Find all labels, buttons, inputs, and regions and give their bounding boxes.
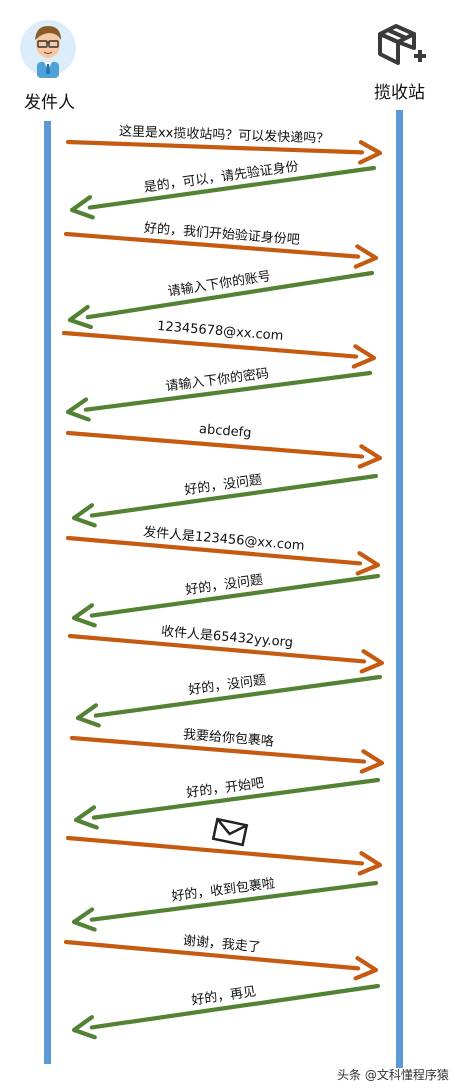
message-arrowhead-8 [71, 503, 97, 528]
message-arrows [61, 139, 385, 1040]
message-arrow-14 [91, 777, 381, 820]
message-arrow-10 [89, 573, 381, 618]
message-arrow-16 [89, 880, 379, 922]
message-arrow-4 [85, 270, 375, 320]
person-avatar-icon [20, 20, 76, 78]
message-arrowhead-18 [71, 1015, 97, 1040]
sender-name: 发件人 [24, 93, 75, 113]
message-arrow-6 [83, 370, 373, 412]
message-arrowhead-3 [353, 244, 379, 269]
message-arrowhead-7 [357, 444, 383, 469]
message-arrowhead-4 [67, 304, 93, 330]
message-arrowhead-10 [71, 603, 97, 628]
watermark: 头条 @文科懂程序猿 [337, 1068, 449, 1082]
message-arrow-8 [89, 473, 379, 518]
message-arrow-5 [61, 330, 359, 359]
message-arrow-2 [87, 165, 377, 210]
package-box-icon [378, 24, 426, 65]
message-arrowhead-5 [351, 344, 377, 369]
message-arrowhead-15 [357, 851, 383, 876]
sender-lifeline [44, 121, 51, 1064]
message-arrowhead-9 [355, 551, 381, 576]
station-lifeline [396, 110, 403, 1068]
message-arrow-12 [93, 674, 383, 718]
message-arrow-9 [65, 535, 363, 566]
message-arrow-18 [89, 983, 381, 1030]
message-arrowhead-6 [65, 397, 91, 422]
message-arrowhead-1 [358, 140, 383, 165]
message-arrowhead-12 [75, 703, 101, 728]
station-name: 揽收站 [374, 83, 425, 103]
message-arrowhead-13 [359, 749, 385, 774]
message-arrow-15 [65, 835, 365, 866]
message-arrow-3 [63, 231, 361, 259]
message-arrowhead-2 [69, 195, 95, 220]
message-arrow-7 [65, 430, 365, 459]
message-arrow-1 [65, 139, 365, 155]
message-arrow-13 [69, 735, 367, 764]
message-arrow-17 [63, 939, 361, 971]
envelope-icon [211, 817, 249, 847]
message-arrow-11 [67, 633, 367, 664]
message-arrowhead-16 [71, 907, 97, 932]
message-arrowhead-11 [359, 649, 385, 674]
message-arrowhead-14 [73, 805, 99, 830]
message-arrowhead-17 [353, 956, 379, 981]
